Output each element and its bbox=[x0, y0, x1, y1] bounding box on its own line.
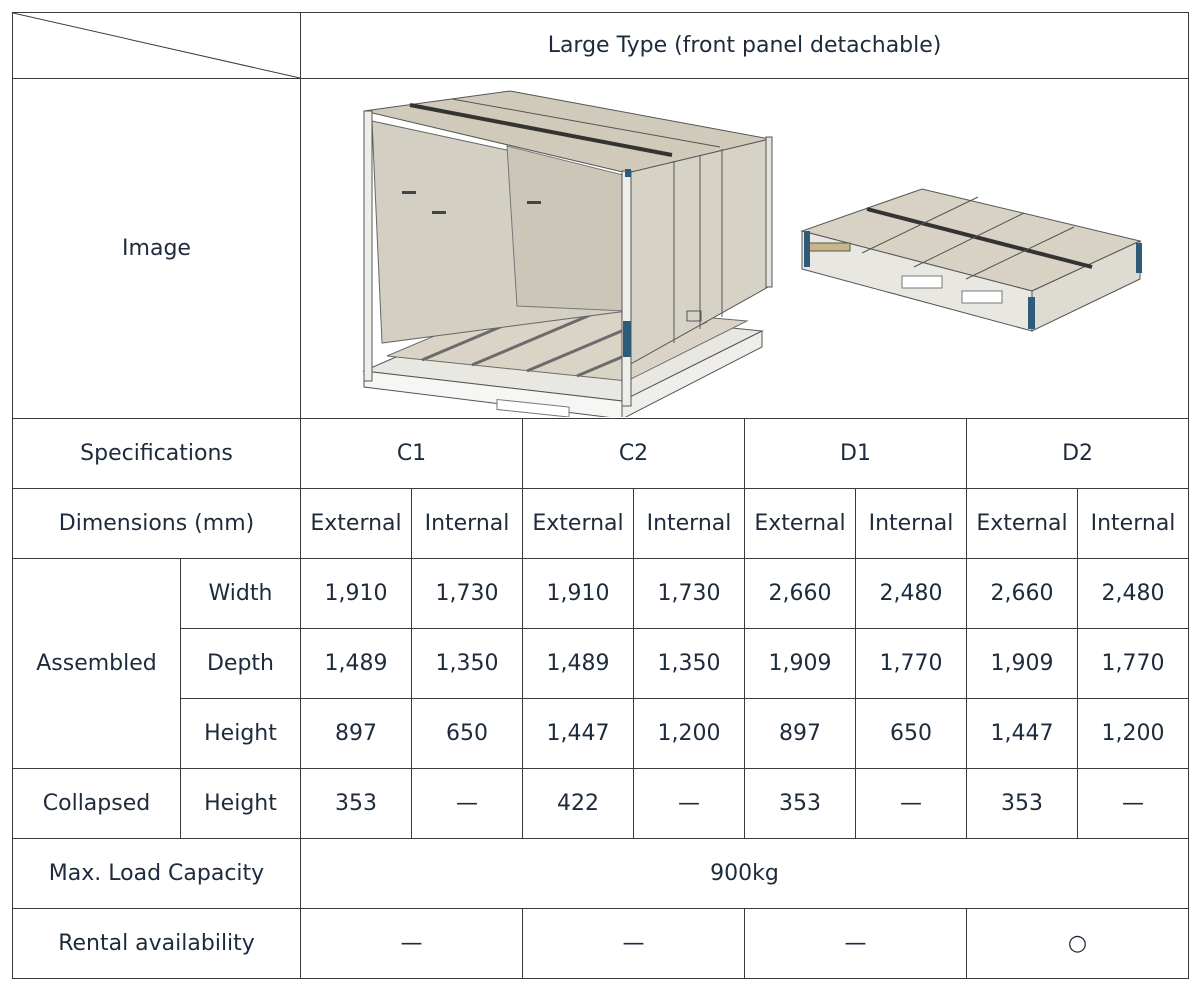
table-cell: 897 bbox=[744, 698, 856, 769]
internal-header: Internal bbox=[1076, 488, 1190, 559]
collapsed-container-image bbox=[799, 187, 1142, 332]
dimension-name: Width bbox=[180, 558, 301, 629]
internal-header: Internal bbox=[411, 488, 523, 559]
external-header: External bbox=[300, 488, 412, 559]
table-cell: 353 bbox=[300, 768, 412, 839]
model-c2: C2 bbox=[522, 418, 745, 489]
table-cell: 650 bbox=[855, 698, 967, 769]
max-load-label: Max. Load Capacity bbox=[12, 838, 301, 909]
table-cell: — bbox=[633, 768, 745, 839]
table-cell: 1,909 bbox=[966, 628, 1078, 699]
external-header: External bbox=[966, 488, 1078, 559]
table-cell: 1,350 bbox=[411, 628, 523, 699]
table-cell: 1,770 bbox=[1076, 628, 1190, 699]
table-cell: 1,200 bbox=[633, 698, 745, 769]
dimension-name: Height bbox=[180, 698, 301, 769]
model-d1: D1 bbox=[744, 418, 967, 489]
header-row: Large Type (front panel detachable) bbox=[12, 12, 1190, 79]
rental-c2: — bbox=[522, 908, 745, 979]
assembled-container-image bbox=[361, 89, 773, 417]
model-d2: D2 bbox=[965, 418, 1190, 489]
dimension-name: Depth bbox=[180, 628, 301, 699]
container-illustrations bbox=[361, 89, 1142, 417]
table-title: Large Type (front panel detachable) bbox=[299, 12, 1190, 79]
assembled-width-row: Assembled Width 1,910 1,730 1,910 1,730 … bbox=[12, 558, 1190, 769]
table-cell: 1,489 bbox=[522, 628, 634, 699]
diagonal-divider bbox=[13, 13, 300, 78]
assembled-depth-row: Depth 1,489 1,350 1,489 1,350 1,909 1,77… bbox=[13, 628, 1190, 699]
table-cell: 2,660 bbox=[966, 558, 1078, 629]
max-load-row: Max. Load Capacity 900kg bbox=[12, 838, 1190, 909]
table-cell: — bbox=[411, 768, 523, 839]
rental-row: Rental availability — — — ○ bbox=[12, 908, 1190, 979]
assembled-height-row: Height 897 650 1,447 1,200 897 650 1,447… bbox=[13, 698, 1190, 769]
table-cell: 1,489 bbox=[300, 628, 412, 699]
specifications-label: Specifications bbox=[12, 418, 301, 489]
image-row: Image bbox=[12, 78, 1190, 419]
dimension-name: Height bbox=[180, 768, 301, 839]
specification-table: Large Type (front panel detachable) Imag… bbox=[12, 12, 1190, 979]
collapsed-height-row: Collapsed Height 353 — 422 — 353 — 353 — bbox=[12, 768, 1190, 839]
internal-header: Internal bbox=[855, 488, 967, 559]
rental-c1: — bbox=[300, 908, 523, 979]
corner-cell bbox=[12, 12, 301, 79]
table-cell: 2,480 bbox=[1076, 558, 1190, 629]
table-cell: — bbox=[1076, 768, 1190, 839]
rental-d2: ○ bbox=[965, 908, 1190, 979]
table-cell: 1,910 bbox=[300, 558, 412, 629]
table-cell: 2,480 bbox=[855, 558, 967, 629]
rental-d1: — bbox=[744, 908, 967, 979]
table-cell: 897 bbox=[300, 698, 412, 769]
table-cell: 422 bbox=[522, 768, 634, 839]
assembled-label: Assembled bbox=[12, 558, 181, 769]
image-label: Image bbox=[12, 78, 301, 419]
max-load-value: 900kg bbox=[299, 838, 1190, 909]
table-cell: 353 bbox=[744, 768, 856, 839]
table-cell: 1,770 bbox=[855, 628, 967, 699]
table-cell: 1,730 bbox=[633, 558, 745, 629]
collapsed-label: Collapsed bbox=[12, 768, 181, 839]
dimensions-row: Dimensions (mm) External Internal Extern… bbox=[12, 488, 1190, 559]
rental-label: Rental availability bbox=[12, 908, 301, 979]
table-cell: 1,200 bbox=[1076, 698, 1190, 769]
spec-sheet: Large Type (front panel detachable) Imag… bbox=[12, 12, 1190, 979]
external-header: External bbox=[522, 488, 634, 559]
model-c1: C1 bbox=[300, 418, 523, 489]
specifications-row: Specifications C1 C2 D1 D2 bbox=[12, 418, 1190, 489]
internal-header: Internal bbox=[633, 488, 745, 559]
dimensions-label: Dimensions (mm) bbox=[12, 488, 301, 559]
table-cell: 1,447 bbox=[522, 698, 634, 769]
table-cell: 1,910 bbox=[522, 558, 634, 629]
table-cell: 650 bbox=[411, 698, 523, 769]
table-cell: 1,730 bbox=[411, 558, 523, 629]
table-cell: 1,909 bbox=[744, 628, 856, 699]
table-cell: 353 bbox=[966, 768, 1078, 839]
table-cell: 2,660 bbox=[744, 558, 856, 629]
external-header: External bbox=[744, 488, 856, 559]
product-images bbox=[299, 78, 1190, 419]
table-cell: — bbox=[855, 768, 967, 839]
table-cell: 1,350 bbox=[633, 628, 745, 699]
table-cell: 1,447 bbox=[966, 698, 1078, 769]
